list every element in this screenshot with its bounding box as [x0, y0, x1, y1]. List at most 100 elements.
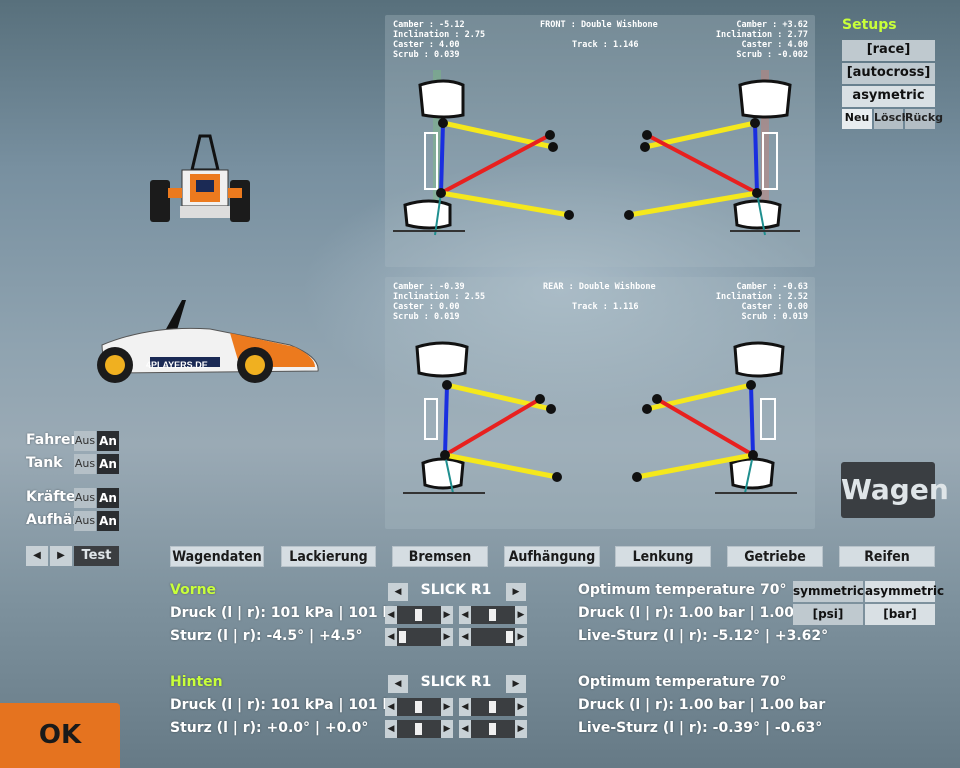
front-title: FRONT : Double Wishbone — [540, 20, 658, 30]
hinten-druck-right-inc[interactable]: ▶ — [515, 698, 527, 716]
tab-wagendaten[interactable]: Wagendaten — [170, 546, 264, 567]
tank-label: Tank — [26, 455, 63, 471]
tab-bremsen[interactable]: Bremsen — [392, 546, 488, 567]
triangle-right-icon: ▶ — [512, 679, 520, 689]
slider-knob[interactable] — [415, 723, 422, 735]
test-label[interactable]: Test — [74, 546, 119, 566]
triangle-left-icon: ◀ — [394, 587, 402, 597]
hinten-druck-left-inc[interactable]: ▶ — [441, 698, 453, 716]
asymmetric-button[interactable]: asymmetric — [865, 581, 944, 602]
test-prev-button[interactable]: ◀ — [26, 546, 48, 566]
hinten-druck-right-dec[interactable]: ◀ — [459, 698, 471, 716]
vorne-tyre-label: SLICK R1 — [420, 582, 492, 598]
symmetric-button[interactable]: symmetric — [793, 581, 864, 602]
hinten-sturz-left-inc[interactable]: ▶ — [441, 720, 453, 738]
kraefte-aus-button[interactable]: Aus — [74, 488, 96, 508]
hinten-temp: Optimum temperature 70° — [578, 674, 787, 690]
slider-knob[interactable] — [489, 609, 496, 621]
setup-autocross-button[interactable]: [autocross] — [842, 63, 935, 84]
triangle-right-icon: ▶ — [57, 550, 65, 561]
triangle-right-icon: ▶ — [512, 587, 520, 597]
vorne-sturz-left-dec[interactable]: ◀ — [385, 628, 397, 646]
slider-knob[interactable] — [415, 701, 422, 713]
car-front-view — [150, 134, 250, 222]
setup-asymetric-button[interactable]: asymetric — [842, 86, 935, 107]
rear-suspension-diagram — [403, 341, 797, 494]
tab-reifen[interactable]: Reifen — [839, 546, 935, 567]
vorne-tyre-prev-button[interactable]: ◀ — [388, 583, 408, 601]
vorne-sturz-left-slider[interactable] — [397, 628, 441, 646]
kraefte-label: Kräfte — [26, 489, 76, 505]
vorne-temp: Optimum temperature 70° — [578, 582, 787, 598]
hinten-druck-left-dec[interactable]: ◀ — [385, 698, 397, 716]
slider-knob[interactable] — [415, 609, 422, 621]
fahrer-aus-button[interactable]: Aus — [74, 431, 96, 451]
vorne-tyre-next-button[interactable]: ▶ — [506, 583, 526, 601]
vorne-druck-right-dec[interactable]: ◀ — [459, 606, 471, 624]
setup-new-button[interactable]: Neu — [842, 109, 872, 129]
front-left-info: Camber : -5.12 Inclination : 2.75 Caster… — [393, 20, 486, 60]
setups-heading: Setups — [842, 17, 897, 33]
tab-getriebe[interactable]: Getriebe — [727, 546, 823, 567]
triangle-left-icon: ◀ — [33, 550, 41, 561]
vorne-live-sturz: Live-Sturz (l | r): -5.12° | +3.62° — [578, 628, 829, 644]
vorne-druck-left-inc[interactable]: ▶ — [441, 606, 453, 624]
triangle-left-icon: ◀ — [394, 679, 402, 689]
psi-button[interactable]: [psi] — [793, 604, 863, 625]
hinten-sturz-right-dec[interactable]: ◀ — [459, 720, 471, 738]
hinten-druck-left-slider[interactable] — [397, 698, 441, 716]
wagen-button[interactable]: Wagen — [841, 462, 949, 518]
hinten-sturz-right-inc[interactable]: ▶ — [515, 720, 527, 738]
vorne-druck-right-inc[interactable]: ▶ — [515, 606, 527, 624]
hinten-tyre-label: SLICK R1 — [420, 674, 492, 690]
bar-button[interactable]: [bar] — [865, 604, 935, 625]
slider-knob[interactable] — [506, 631, 513, 643]
rear-right-info: Camber : -0.63 Inclination : 2.52 Caster… — [715, 282, 808, 322]
vorne-druck-right-slider[interactable] — [471, 606, 515, 624]
ok-button[interactable]: OK — [0, 703, 120, 768]
front-track: Track : 1.146 — [572, 40, 639, 50]
vorne-sturz: Sturz (l | r): -4.5° | +4.5° — [170, 628, 363, 644]
vorne-sturz-right-slider[interactable] — [471, 628, 515, 646]
aufhaeng-aus-button[interactable]: Aus — [74, 511, 96, 531]
vorne-druck-bar: Druck (l | r): 1.00 bar | 1.00 bar — [578, 605, 826, 621]
test-next-button[interactable]: ▶ — [50, 546, 72, 566]
setup-race-button[interactable]: [race] — [842, 40, 935, 61]
hinten-tyre-next-button[interactable]: ▶ — [506, 675, 526, 693]
hinten-sturz-left-dec[interactable]: ◀ — [385, 720, 397, 738]
vorne-heading: Vorne — [170, 582, 217, 598]
tab-aufhaengung[interactable]: Aufhängung — [504, 546, 600, 567]
setup-undo-button[interactable]: Rückg — [905, 109, 943, 129]
fahrer-label: Fahrer — [26, 432, 78, 448]
hinten-heading: Hinten — [170, 674, 223, 690]
rear-title: REAR : Double Wishbone — [543, 282, 656, 292]
aufhaeng-an-button[interactable]: An — [97, 511, 119, 531]
car-side-view: 4PLAYERS.DE — [97, 300, 319, 383]
hinten-tyre-prev-button[interactable]: ◀ — [388, 675, 408, 693]
tab-lenkung[interactable]: Lenkung — [615, 546, 711, 567]
kraefte-an-button[interactable]: An — [97, 488, 119, 508]
hinten-live-sturz: Live-Sturz (l | r): -0.39° | -0.63° — [578, 720, 823, 736]
tank-aus-button[interactable]: Aus — [74, 454, 96, 474]
slider-knob[interactable] — [399, 631, 406, 643]
tab-lackierung[interactable]: Lackierung — [281, 546, 376, 567]
hinten-druck-right-slider[interactable] — [471, 698, 515, 716]
tank-an-button[interactable]: An — [97, 454, 119, 474]
fahrer-an-button[interactable]: An — [97, 431, 119, 451]
vorne-druck-left-dec[interactable]: ◀ — [385, 606, 397, 624]
rear-track: Track : 1.116 — [572, 302, 639, 312]
vorne-sturz-left-inc[interactable]: ▶ — [441, 628, 453, 646]
car-decal-text: 4PLAYERS.DE — [146, 360, 208, 370]
setup-delete-button[interactable]: Lösch — [874, 109, 909, 129]
hinten-sturz: Sturz (l | r): +0.0° | +0.0° — [170, 720, 369, 736]
vorne-sturz-right-inc[interactable]: ▶ — [515, 628, 527, 646]
front-right-info: Camber : +3.62 Inclination : 2.77 Caster… — [715, 20, 808, 60]
hinten-sturz-left-slider[interactable] — [397, 720, 441, 738]
slider-knob[interactable] — [489, 701, 496, 713]
front-suspension-diagram — [393, 70, 800, 236]
slider-knob[interactable] — [489, 723, 496, 735]
vorne-druck-left-slider[interactable] — [397, 606, 441, 624]
vorne-sturz-right-dec[interactable]: ◀ — [459, 628, 471, 646]
rear-left-info: Camber : -0.39 Inclination : 2.55 Caster… — [393, 282, 486, 322]
hinten-sturz-right-slider[interactable] — [471, 720, 515, 738]
